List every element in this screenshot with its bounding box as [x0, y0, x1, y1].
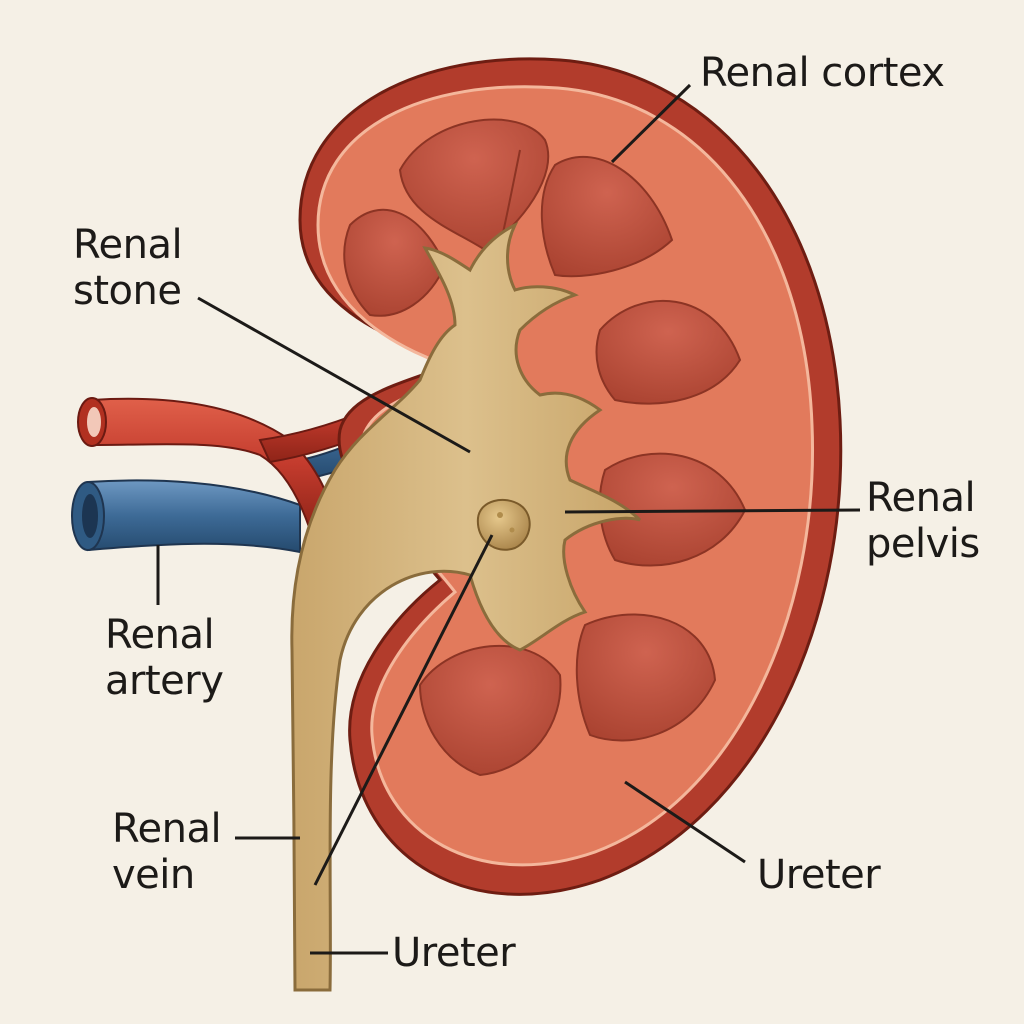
label-renal-artery: Renal artery [105, 612, 224, 704]
leader-stone-ureter [313, 534, 494, 886]
leader-renal-stone [197, 296, 471, 454]
label-renal-stone: Renal stone [73, 222, 183, 314]
label-renal-cortex: Renal cortex [700, 50, 945, 96]
leader-renal-pelvis [564, 508, 861, 514]
renal-stone-object [476, 498, 531, 551]
label-renal-vein: Renal vein [112, 806, 222, 898]
medullary-pyramids [343, 118, 747, 777]
label-ureter-right: Ureter [757, 852, 881, 898]
leader-lines [156, 83, 861, 955]
label-renal-pelvis: Renal pelvis [866, 475, 980, 567]
leader-ureter-right [624, 780, 746, 864]
label-ureter-bottom: Ureter [392, 930, 516, 976]
renal-pelvis-region [290, 221, 642, 992]
leader-renal-cortex [610, 83, 692, 164]
